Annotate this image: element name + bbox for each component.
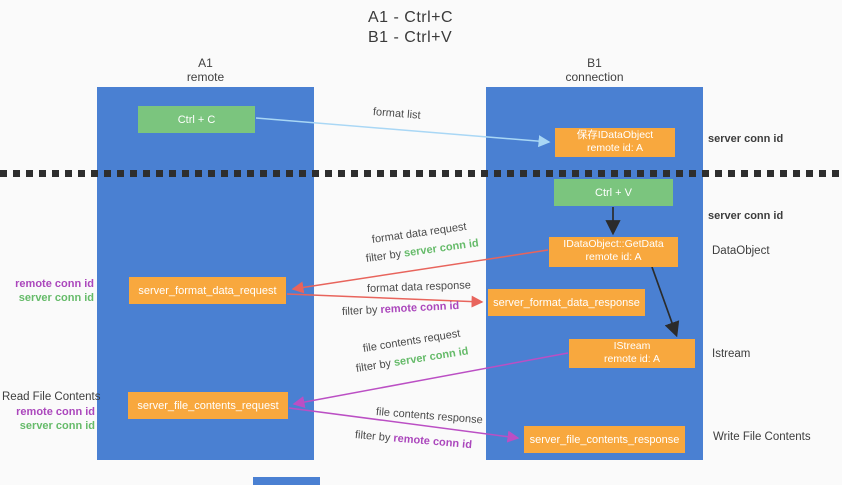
ctrl-v-box: Ctrl + V <box>554 179 673 206</box>
remote-conn-id-text: remote conn id <box>392 432 473 452</box>
bottom-blue-fragment <box>253 477 320 485</box>
server-conn-id-annotation-top: server conn id <box>708 133 784 145</box>
istream-line1: IStream <box>613 340 651 352</box>
istream-line2: remote id: A <box>603 353 661 365</box>
server-format-data-response-label: server_format_data_response <box>493 296 640 309</box>
server-conn-id-annotation-2: server conn id <box>19 420 95 432</box>
read-file-contents-annotation: Read File Contents <box>2 391 101 403</box>
filter-by-text: filter by <box>341 303 381 318</box>
title-line-2: B1 - Ctrl+V <box>368 29 453 46</box>
lifeline-b1-name: B1 <box>587 56 602 70</box>
server-conn-id-text: server conn id <box>403 237 480 260</box>
format-list-label: format list <box>372 106 422 122</box>
server-conn-id-text: server conn id <box>393 345 470 369</box>
remote-conn-id-annotation-2: remote conn id <box>16 406 95 418</box>
remote-conn-id-text: remote conn id <box>380 299 460 316</box>
diagram-title: A1 - Ctrl+C B1 - Ctrl+V <box>368 8 453 48</box>
istream-annotation: Istream <box>712 348 751 360</box>
format-data-response-label: format data response <box>366 279 472 295</box>
getdata-line1: IDataObject::GetData <box>563 238 664 250</box>
conn-id-pair-format-row: remote conn id server conn id <box>6 277 94 305</box>
getdata-box: IDataObject::GetData remote id: A <box>549 237 678 267</box>
server-file-contents-request-box: server_file_contents_request <box>128 392 288 419</box>
save-dataobject-line1: 保存IDataObject <box>576 129 654 141</box>
lifeline-a1-subtitle: remote <box>186 70 225 84</box>
ctrl-c-label: Ctrl + C <box>177 113 216 126</box>
lifeline-header-a1: A1 remote <box>97 56 314 84</box>
server-format-data-request-box: server_format_data_request <box>129 277 286 304</box>
server-format-data-response-box: server_format_data_response <box>488 289 645 316</box>
lifeline-b1-subtitle: connection <box>565 70 624 84</box>
save-dataobject-line2: remote id: A <box>586 142 644 154</box>
lifeline-header-b1: B1 connection <box>486 56 703 84</box>
filter-by-text: filter by <box>365 247 405 265</box>
write-file-contents-annotation: Write File Contents <box>713 431 811 443</box>
file-contents-response-filter-label: filter by remote conn id <box>354 429 472 451</box>
ctrl-c-box: Ctrl + C <box>138 106 255 133</box>
filter-by-text: filter by <box>355 357 395 375</box>
title-line-1: A1 - Ctrl+C <box>368 9 454 26</box>
server-conn-id-annotation-mid: server conn id <box>708 210 784 222</box>
dataobject-annotation: DataObject <box>712 245 770 257</box>
server-file-contents-response-label: server_file_contents_response <box>529 433 680 446</box>
format-data-response-filter-label: filter by remote conn id <box>342 300 460 318</box>
conn-id-pair-file-row: remote conn id server conn id <box>6 405 95 433</box>
server-format-data-request-label: server_format_data_request <box>138 284 277 297</box>
istream-box: IStream remote id: A <box>569 339 695 368</box>
save-dataobject-box: 保存IDataObject remote id: A <box>555 128 675 157</box>
remote-conn-id-annotation-1: remote conn id <box>15 278 94 290</box>
server-file-contents-response-box: server_file_contents_response <box>524 426 685 453</box>
filter-by-text: filter by <box>354 429 394 445</box>
getdata-line2: remote id: A <box>585 251 642 263</box>
file-contents-response-label: file contents response <box>375 406 484 427</box>
lifeline-a1-name: A1 <box>198 56 213 70</box>
server-conn-id-annotation-1: server conn id <box>18 292 94 304</box>
ctrl-v-label: Ctrl + V <box>595 186 632 199</box>
server-file-contents-request-label: server_file_contents_request <box>137 399 279 412</box>
dotted-divider-line <box>0 170 842 177</box>
